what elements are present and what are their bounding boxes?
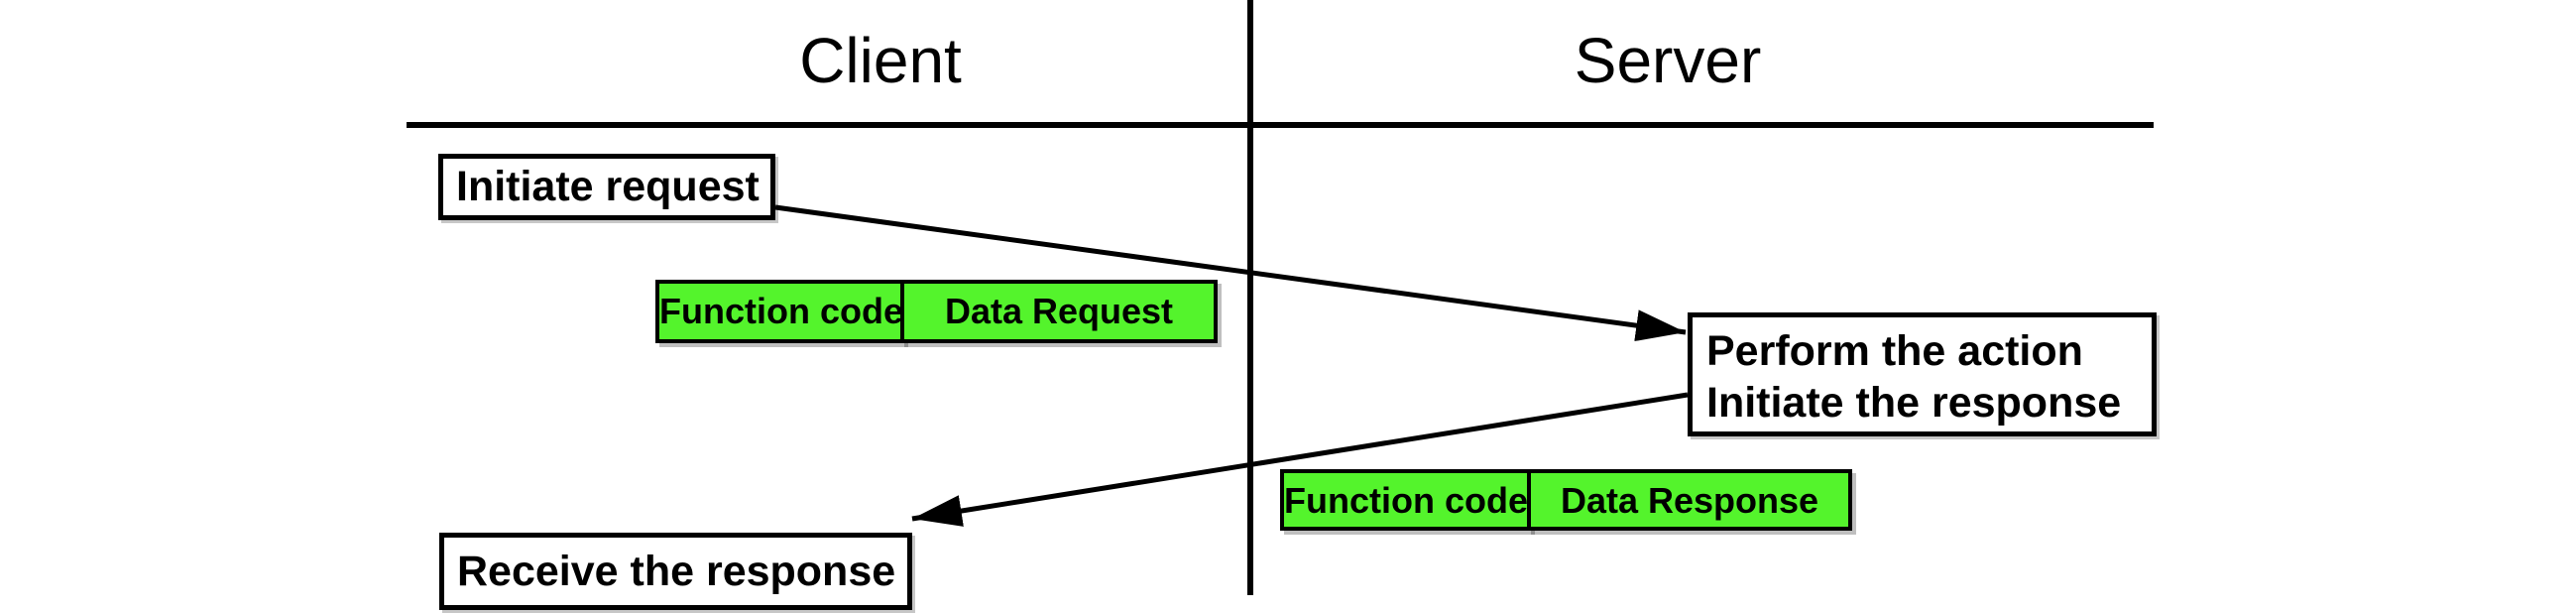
response-pdu: Function code Data Response <box>1280 469 1852 531</box>
response-data-cell: Data Response <box>1527 469 1852 531</box>
request-data-cell: Data Request <box>900 280 1218 343</box>
receive-response-label: Receive the response <box>457 548 896 595</box>
response-arrow <box>911 392 1689 527</box>
request-pdu: Function code Data Request <box>655 280 1218 343</box>
server-column-header: Server <box>1574 25 1762 96</box>
response-function-code-cell: Function code <box>1280 469 1531 531</box>
initiate-request-box: Initiate request <box>438 154 775 220</box>
initiate-response-label: Initiate the response <box>1706 379 2122 427</box>
receive-response-box: Receive the response <box>439 533 912 610</box>
client-column-header: Client <box>799 25 962 96</box>
request-arrow <box>774 204 1687 342</box>
request-function-code-cell: Function code <box>655 280 904 343</box>
initiate-request-label: Initiate request <box>456 163 760 210</box>
perform-action-box: Perform the action Initiate the response <box>1688 312 2157 436</box>
perform-action-label: Perform the action <box>1706 327 2083 375</box>
